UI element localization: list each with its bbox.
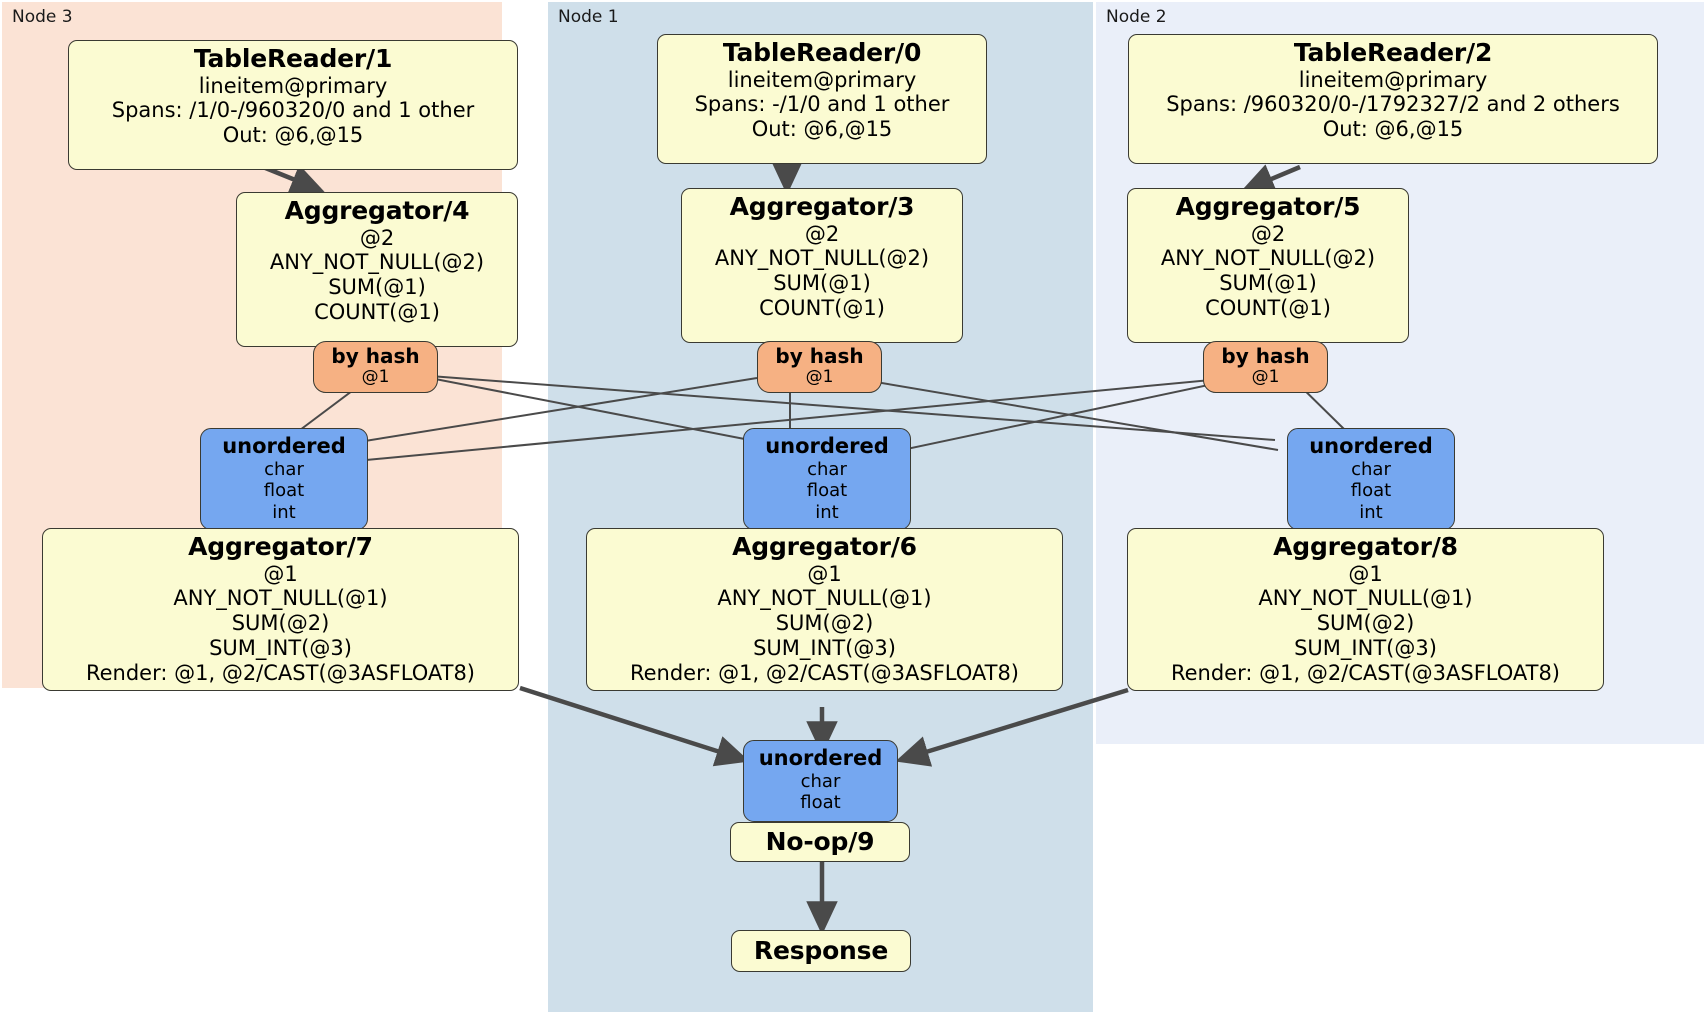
processor-tablereader-0[interactable]: TableReader/0 lineitem@primary Spans: -/… <box>657 34 987 164</box>
router-by-hash-node1[interactable]: by hash @1 <box>757 341 882 393</box>
processor-title: Aggregator/5 <box>1175 192 1361 221</box>
processor-agg-1: ANY_NOT_NULL(@2) <box>714 246 930 271</box>
processor-tablereader-1[interactable]: TableReader/1 lineitem@primary Spans: /1… <box>68 40 518 170</box>
synchronizer-title: unordered <box>1309 434 1433 458</box>
processor-group-cols: @2 <box>1250 221 1286 246</box>
processor-title: Aggregator/6 <box>732 532 917 561</box>
processor-render: Render: @1, @2/CAST(@3ASFLOAT8) <box>629 660 1020 685</box>
synchronizer-unordered-node1[interactable]: unordered char float int <box>743 428 911 530</box>
processor-response[interactable]: Response <box>731 930 911 972</box>
processor-agg-2: SUM(@2) <box>231 611 330 636</box>
processor-title: TableReader/2 <box>1293 38 1493 67</box>
synchronizer-type-2: float <box>1350 480 1392 502</box>
router-key: @1 <box>805 367 834 387</box>
processor-aggregator-3[interactable]: Aggregator/3 @2 ANY_NOT_NULL(@2) SUM(@1)… <box>681 188 963 343</box>
synchronizer-unordered-final[interactable]: unordered char float <box>743 740 898 822</box>
processor-table: lineitem@primary <box>198 73 388 98</box>
processor-group-cols: @1 <box>807 561 842 586</box>
processor-spans: Spans: /960320/0-/1792327/2 and 2 others <box>1166 92 1620 117</box>
processor-title: Aggregator/8 <box>1273 532 1458 561</box>
processor-spans: Spans: -/1/0 and 1 other <box>694 92 950 117</box>
processor-tablereader-2[interactable]: TableReader/2 lineitem@primary Spans: /9… <box>1128 34 1658 164</box>
processor-agg-3: SUM_INT(@3) <box>209 635 352 660</box>
synchronizer-type-3: int <box>272 501 296 523</box>
processor-aggregator-6[interactable]: Aggregator/6 @1 ANY_NOT_NULL(@1) SUM(@2)… <box>586 528 1063 691</box>
processor-group-cols: @1 <box>263 561 298 586</box>
synchronizer-title: unordered <box>758 746 883 770</box>
processor-aggregator-7[interactable]: Aggregator/7 @1 ANY_NOT_NULL(@1) SUM(@2)… <box>42 528 519 691</box>
processor-group-cols: @2 <box>804 221 840 246</box>
processor-table: lineitem@primary <box>727 67 917 92</box>
synchronizer-type-1: char <box>264 458 304 480</box>
processor-agg-1: ANY_NOT_NULL(@1) <box>717 586 932 611</box>
processor-agg-2: SUM(@2) <box>775 611 874 636</box>
processor-aggregator-8[interactable]: Aggregator/8 @1 ANY_NOT_NULL(@1) SUM(@2)… <box>1127 528 1604 691</box>
processor-title: TableReader/1 <box>193 44 393 73</box>
synchronizer-unordered-node3[interactable]: unordered char float int <box>200 428 368 530</box>
router-title: by hash <box>331 344 420 368</box>
processor-spans: Spans: /1/0-/960320/0 and 1 other <box>111 98 475 123</box>
router-by-hash-node3[interactable]: by hash @1 <box>313 341 438 393</box>
synchronizer-type-1: char <box>1351 458 1391 480</box>
synchronizer-type-1: char <box>800 770 841 792</box>
processor-noop-9[interactable]: No-op/9 <box>730 822 910 862</box>
synchronizer-title: unordered <box>222 434 346 458</box>
processor-agg-3: SUM_INT(@3) <box>1294 635 1437 660</box>
router-key: @1 <box>1251 367 1280 387</box>
node-panel-label-node1: Node 1 <box>558 7 619 27</box>
processor-agg-1: ANY_NOT_NULL(@1) <box>1258 586 1473 611</box>
synchronizer-type-2: float <box>800 792 841 814</box>
processor-agg-2: SUM(@1) <box>328 275 426 300</box>
processor-title: Aggregator/3 <box>729 192 915 221</box>
processor-agg-3: SUM_INT(@3) <box>753 635 896 660</box>
router-title: by hash <box>775 344 864 368</box>
processor-agg-3: COUNT(@1) <box>759 295 885 320</box>
synchronizer-type-3: int <box>1359 501 1383 523</box>
processor-agg-3: COUNT(@1) <box>1205 295 1331 320</box>
processor-aggregator-5[interactable]: Aggregator/5 @2 ANY_NOT_NULL(@2) SUM(@1)… <box>1127 188 1409 343</box>
processor-agg-2: SUM(@1) <box>1219 271 1317 296</box>
node-panel-label-node2: Node 2 <box>1106 7 1167 27</box>
processor-render: Render: @1, @2/CAST(@3ASFLOAT8) <box>85 660 476 685</box>
processor-title: No-op/9 <box>765 826 875 856</box>
synchronizer-type-1: char <box>807 458 847 480</box>
synchronizer-type-3: int <box>815 501 839 523</box>
processor-group-cols: @1 <box>1348 561 1383 586</box>
processor-group-cols: @2 <box>359 225 395 250</box>
processor-out: Out: @6,@15 <box>222 123 364 148</box>
router-title: by hash <box>1221 344 1310 368</box>
router-by-hash-node2[interactable]: by hash @1 <box>1203 341 1328 393</box>
processor-table: lineitem@primary <box>1298 67 1488 92</box>
processor-title: Aggregator/7 <box>188 532 373 561</box>
processor-agg-3: COUNT(@1) <box>314 299 440 324</box>
synchronizer-title: unordered <box>765 434 889 458</box>
node-panel-label-node3: Node 3 <box>12 7 73 27</box>
processor-agg-1: ANY_NOT_NULL(@2) <box>1160 246 1376 271</box>
processor-agg-1: ANY_NOT_NULL(@2) <box>269 250 485 275</box>
router-key: @1 <box>361 367 390 387</box>
processor-out: Out: @6,@15 <box>751 117 893 142</box>
synchronizer-type-2: float <box>263 480 305 502</box>
processor-title: Response <box>753 935 889 965</box>
processor-agg-2: SUM(@2) <box>1316 611 1415 636</box>
processor-render: Render: @1, @2/CAST(@3ASFLOAT8) <box>1170 660 1561 685</box>
synchronizer-type-2: float <box>806 480 848 502</box>
synchronizer-unordered-node2[interactable]: unordered char float int <box>1287 428 1455 530</box>
processor-title: Aggregator/4 <box>284 196 470 225</box>
processor-agg-2: SUM(@1) <box>773 271 871 296</box>
processor-aggregator-4[interactable]: Aggregator/4 @2 ANY_NOT_NULL(@2) SUM(@1)… <box>236 192 518 347</box>
processor-out: Out: @6,@15 <box>1322 117 1464 142</box>
processor-agg-1: ANY_NOT_NULL(@1) <box>173 586 388 611</box>
processor-title: TableReader/0 <box>722 38 922 67</box>
